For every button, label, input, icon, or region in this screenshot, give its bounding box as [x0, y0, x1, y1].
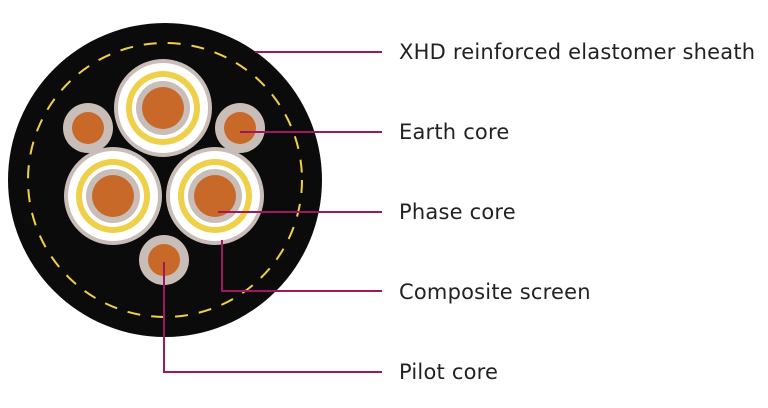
phase-core-right: [166, 147, 264, 245]
label-pilot-core: Pilot core: [399, 360, 498, 384]
pilot-core: [139, 235, 189, 285]
leader-line-composite-screen: [221, 240, 382, 292]
earth-core-left: [63, 103, 113, 153]
outer-sheath: [8, 23, 322, 337]
phase-core-top: [114, 59, 212, 157]
label-phase-core: Phase core: [399, 200, 516, 224]
label-sheath: XHD reinforced elastomer sheath: [399, 40, 755, 64]
earth-core-right: [215, 103, 265, 153]
reinforcement-dashed-ring: [27, 42, 303, 318]
phase-core-left: [64, 147, 162, 245]
label-composite-screen: Composite screen: [399, 280, 591, 304]
leader-line-pilot-core: [163, 262, 382, 373]
label-earth-core: Earth core: [399, 120, 509, 144]
